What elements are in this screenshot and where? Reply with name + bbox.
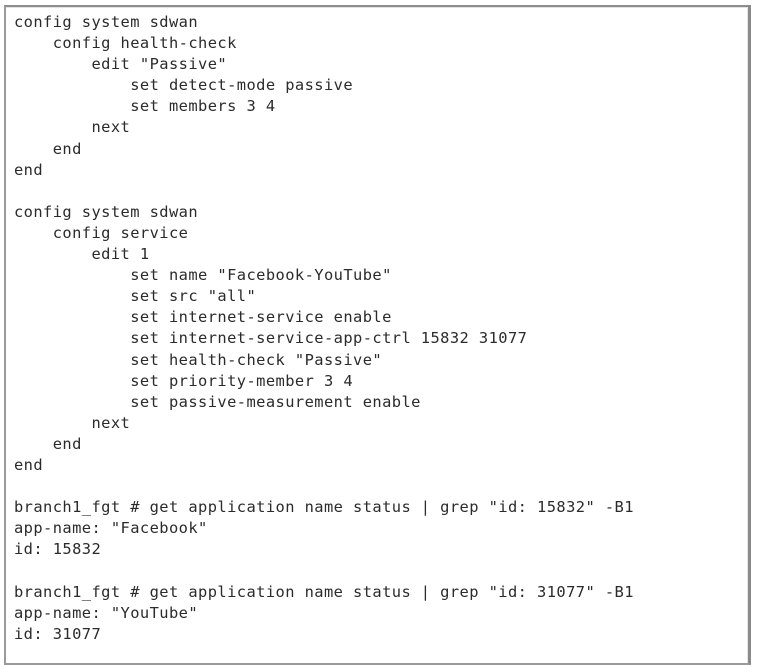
cli-line: config system sdwan [14,13,199,31]
cli-line: set passive-measurement enable [14,392,421,411]
cli-line: id: 31077 [14,624,102,643]
cli-line: edit 1 [14,245,150,264]
cli-console-frame: config system sdwan config health-check … [4,5,751,665]
cli-line: config system sdwan [14,202,199,221]
cli-line: app-name: "YouTube" [14,603,199,622]
cli-blank-line [14,476,746,497]
cli-console-output[interactable]: config system sdwan config health-check … [14,12,746,645]
cli-line: end [14,434,82,453]
cli-line: set name "Facebook-YouTube" [14,266,392,285]
cli-blank-line [14,181,746,202]
cli-line: set internet-service-app-ctrl 15832 3107… [14,329,528,348]
cli-line: set health-check "Passive" [14,350,383,369]
cli-line: id: 15832 [14,540,102,559]
cli-line: end [14,455,44,474]
cli-line: config health-check [14,34,237,53]
cli-blank-line [14,560,746,581]
cli-line: set members 3 4 [14,97,276,116]
cli-line: branch1_fgt # get application name statu… [14,498,634,517]
cli-line: app-name: "Facebook" [14,519,208,538]
cli-line: end [14,139,82,158]
cli-line: set detect-mode passive [14,76,354,95]
cli-line: config service [14,223,189,242]
cli-line: branch1_fgt # get application name statu… [14,582,634,601]
cli-line: next [14,118,131,137]
cli-line: set internet-service enable [14,308,392,327]
cli-line: edit "Passive" [14,55,228,74]
cli-line: set priority-member 3 4 [14,371,354,390]
cli-line: next [14,413,131,432]
cli-line: end [14,160,44,179]
cli-line: set src "all" [14,287,257,306]
